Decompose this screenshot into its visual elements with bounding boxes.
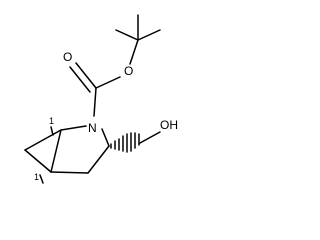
molecule-svg: O O N OH 1 1 [24, 14, 178, 184]
bond-c6-to-c5 [24, 149, 52, 173]
stereo-mark-c5 [39, 174, 44, 184]
bond-c4-to-c5 [50, 171, 89, 174]
bond-c3-to-c4 [87, 145, 110, 174]
bond-carbonyl-double-a [75, 62, 97, 89]
bond-carbonyl-to-nitrogen [93, 87, 97, 117]
bond-carbonyl-double-b [69, 66, 91, 93]
stereo-mark-c1 [50, 126, 54, 136]
stereo-label-c5: 1 [34, 172, 39, 182]
bond-tbu-methyl-left [115, 29, 139, 41]
hydroxyl-label: OH [160, 118, 178, 132]
bond-c1-to-c6 [24, 129, 62, 151]
bond-c1-to-c5 [50, 129, 62, 173]
bond-tbu-to-oxygen [129, 39, 139, 65]
oxygen-label-carbonyl: O [63, 50, 72, 64]
stereo-label-c1: 1 [49, 116, 54, 126]
molecule-diagram: O O N OH 1 1 [24, 14, 178, 184]
bond-ch2-to-oh [139, 131, 161, 144]
oxygen-label-ester: O [124, 64, 133, 78]
bond-nitrogen-to-c3 [101, 128, 110, 147]
hashed-wedge-bond [110, 132, 140, 153]
bond-tbu-methyl-right [137, 29, 161, 41]
nitrogen-label: N [88, 121, 97, 135]
bond-nitrogen-to-c1 [60, 125, 87, 131]
bond-oxygen-to-carbonyl [95, 76, 121, 89]
